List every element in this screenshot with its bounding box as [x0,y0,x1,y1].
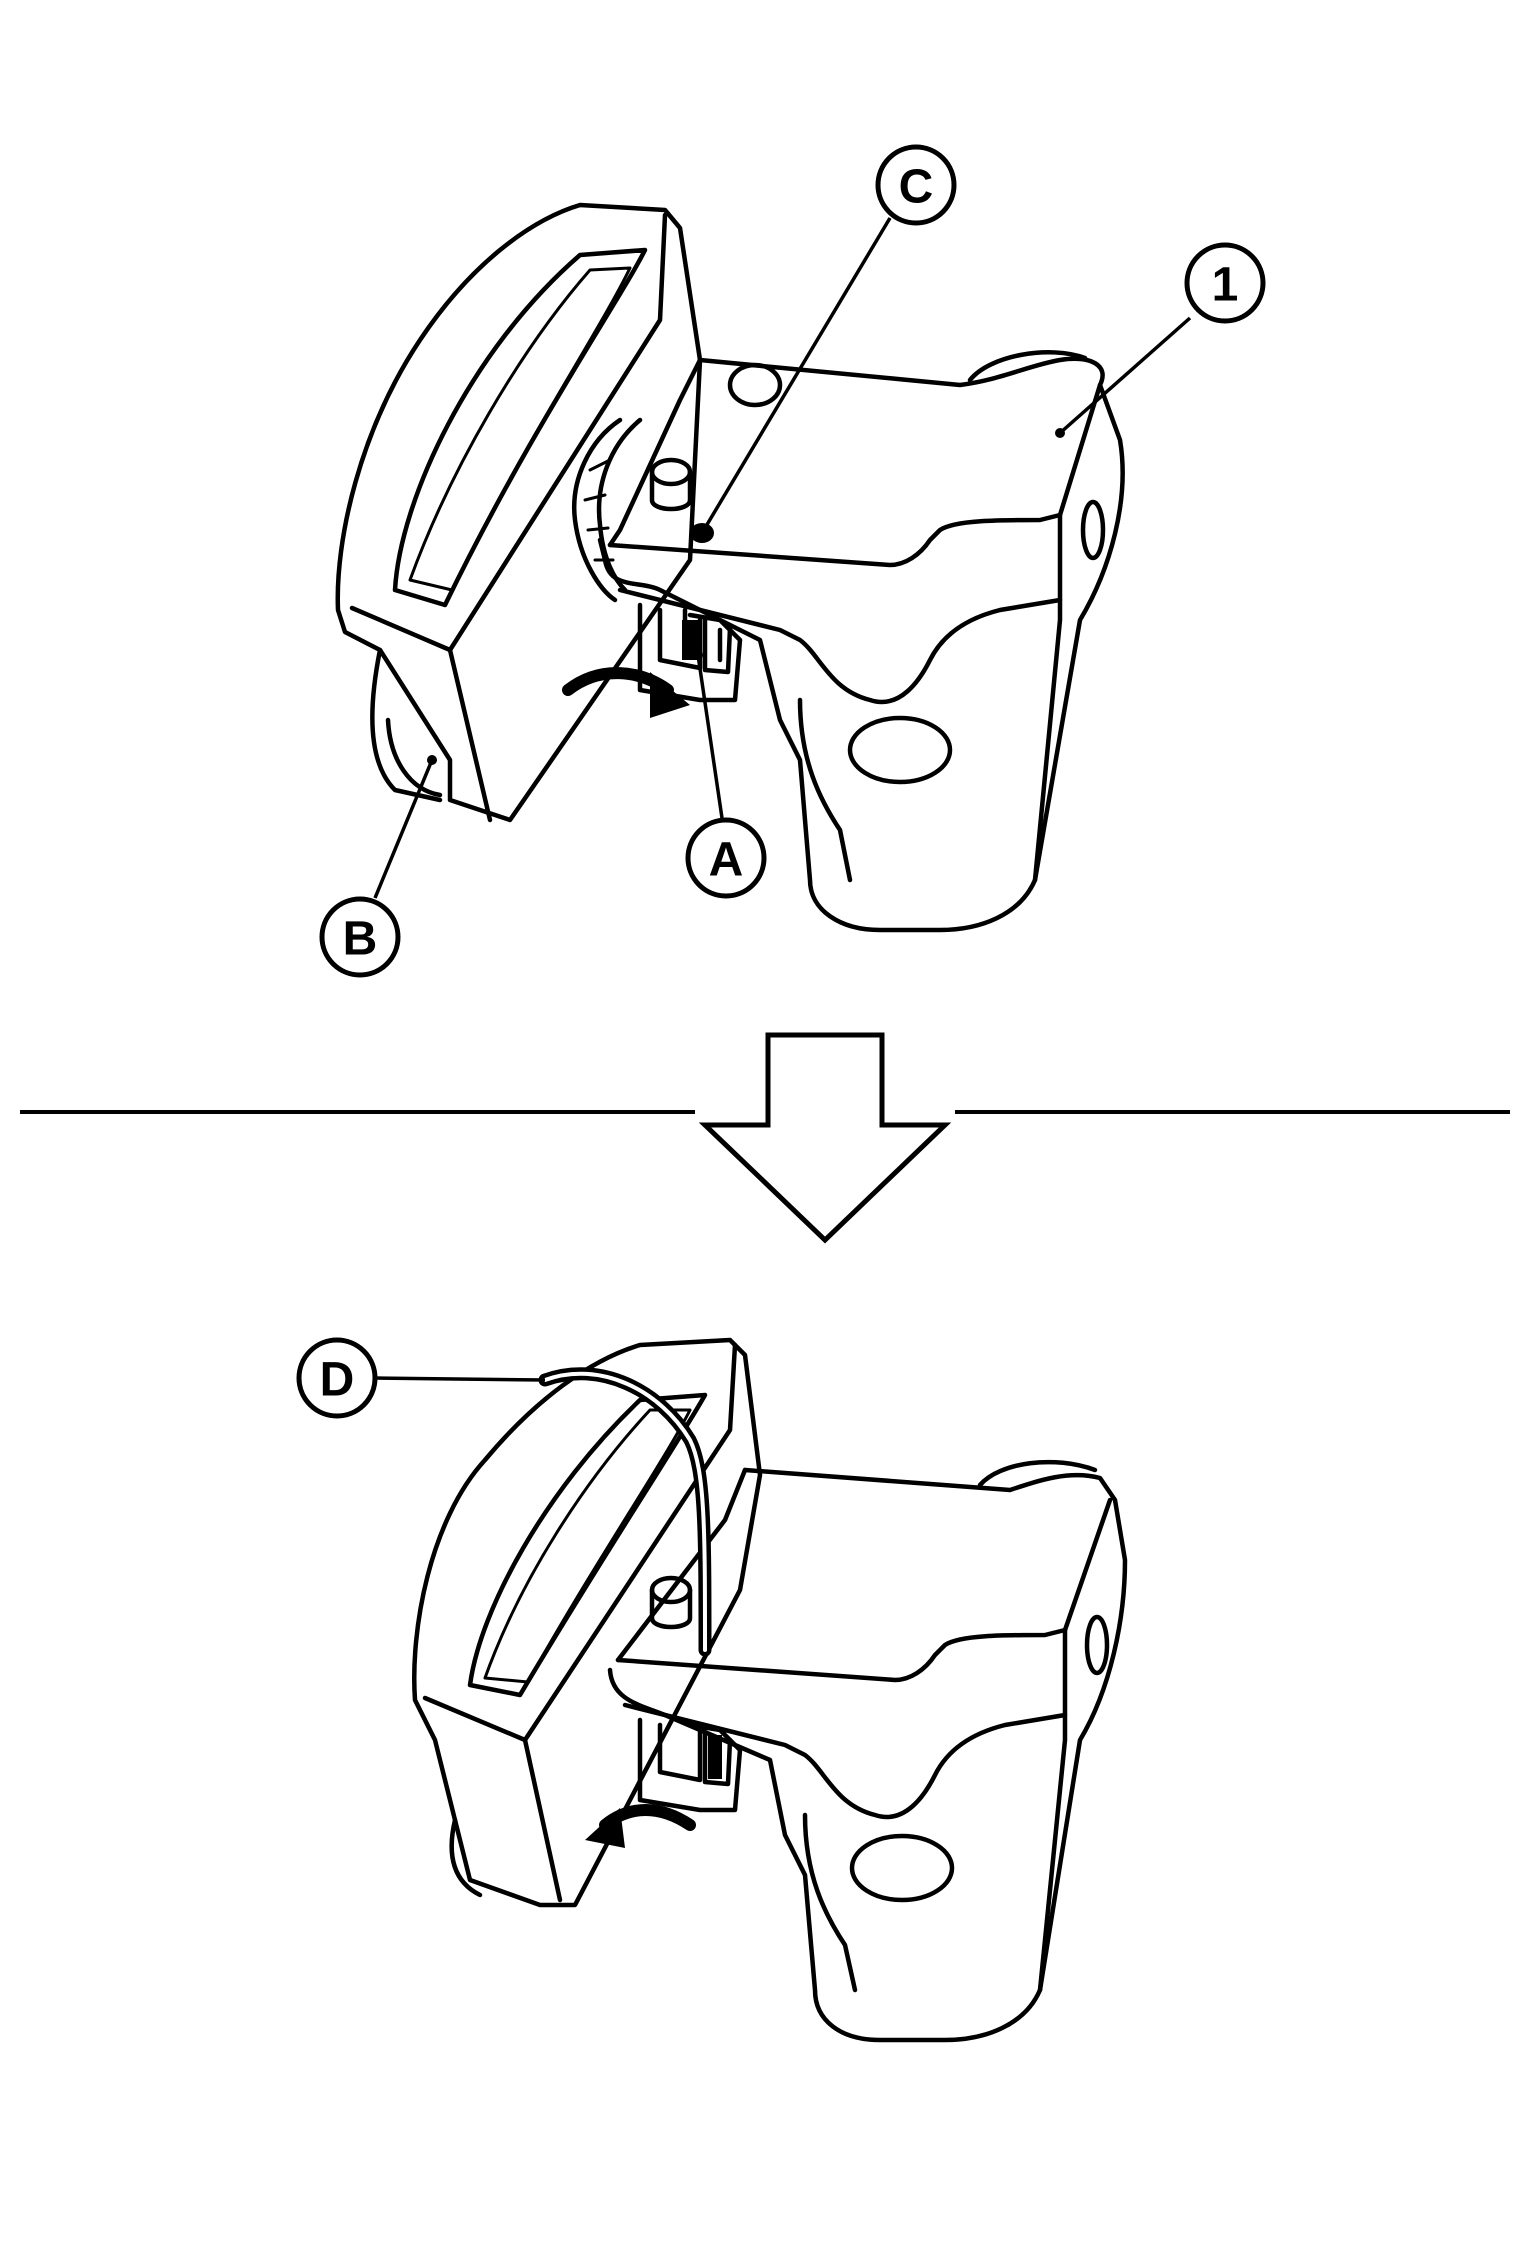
leader-a-dot [693,650,703,660]
callout-d-label: D [320,1354,355,1407]
tensioner-shoe-top [335,202,703,823]
leader-one-dot [1055,428,1065,438]
callout-1-ring [1184,242,1266,324]
callout-a: A [685,817,767,899]
callout-b: B [319,896,401,978]
tensioner-body-bottom [585,1459,1128,2043]
leader-c [700,217,892,534]
leader-a [696,654,724,819]
callout-1: 1 [1184,242,1266,324]
tensioner-shoe-bottom [412,1337,763,1908]
callout-d-ring [296,1337,378,1419]
callout-1-label: 1 [1212,259,1239,312]
callout-c-label: C [899,161,934,214]
callout-d: D [296,1337,378,1419]
leader-d [374,1376,546,1382]
callout-c: C [875,144,957,226]
transition-separator [20,1032,1510,1244]
tensioner-body-top [562,350,1125,933]
callout-a-ring [685,817,767,899]
top-panel-tensioner: 1 C A B [319,144,1266,978]
callout-a-label: A [709,834,744,887]
callout-c-ring [875,144,957,226]
callout-b-label: B [343,913,378,966]
down-arrow-icon [698,1032,952,1244]
top-leaders [373,217,1192,899]
leader-one [1058,316,1192,435]
stopper-pin-highlight [543,1371,707,1652]
leader-b-dot [427,755,437,765]
bottom-panel-tensioner: D [296,1337,1128,2043]
leader-b [373,759,434,899]
callout-b-ring [319,896,401,978]
